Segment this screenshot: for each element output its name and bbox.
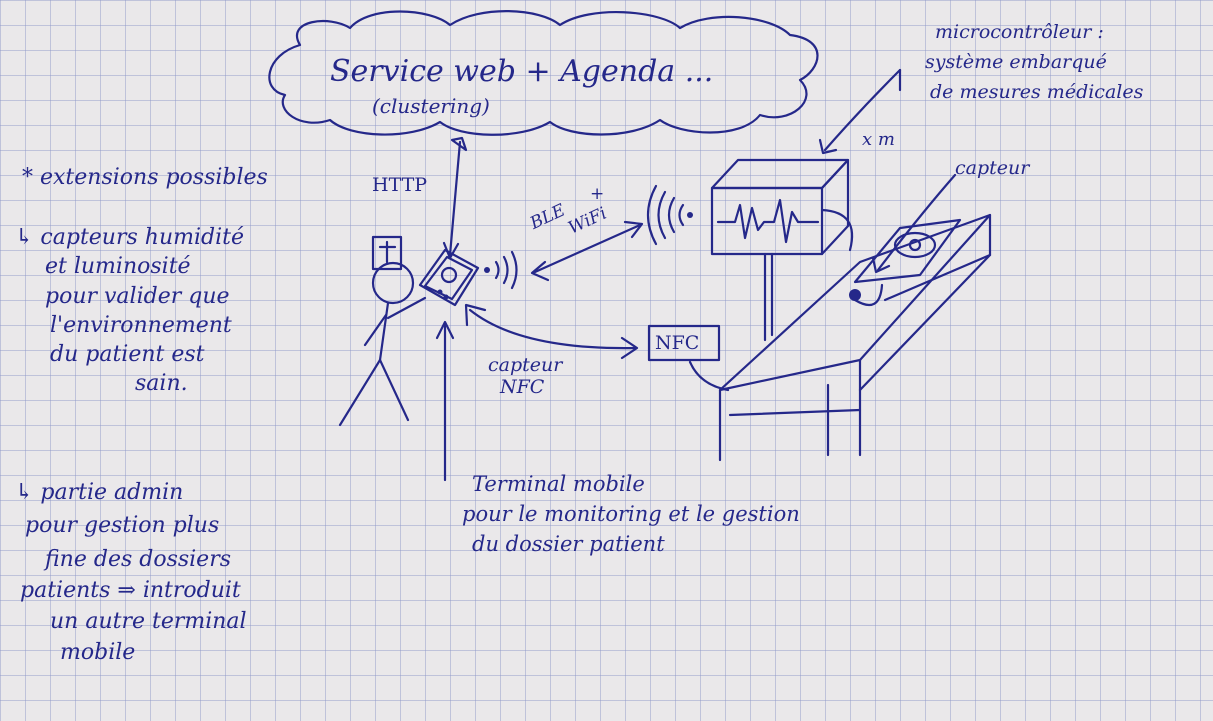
user-stick-figure	[338, 235, 427, 427]
terminal-label-arrow	[435, 320, 455, 482]
microcontroller-box	[710, 158, 854, 342]
ble-wifi-arrow	[530, 220, 644, 282]
extension-1-line-1: ↳ capteurs humidité	[15, 225, 244, 250]
microcontroller-pointer	[818, 68, 902, 155]
extension-1-line-2: et luminosité	[45, 254, 191, 280]
http-arrow	[442, 136, 468, 260]
extension-1-line-3: pour valider que	[45, 283, 230, 309]
extension-item-admin: ↳ partie admin pour gestion plus fine de…	[15, 480, 247, 666]
nfc-sensor-line-2: NFC	[500, 375, 545, 398]
microcontroller-line-2: système embarqué	[925, 50, 1107, 73]
microcontroller-label: microcontrôleur : système embarqué de me…	[925, 21, 1144, 104]
nfc-sensor-label: capteur NFC	[488, 354, 563, 399]
cloud-subtitle: (clustering)	[372, 94, 490, 118]
nfc-sensor-line-1: capteur	[488, 354, 563, 376]
capteur-pointer	[871, 173, 957, 274]
nfc-box-label: NFC	[655, 332, 700, 354]
microcontroller-line-1: microcontrôleur :	[935, 21, 1104, 43]
extension-2-line-6: mobile	[60, 640, 136, 666]
extension-2-line-5: un autre terminal	[50, 609, 247, 635]
nfc-arrow	[464, 303, 639, 360]
extension-1-line-4: l'environnement	[50, 312, 232, 338]
capteur-label: capteur	[955, 157, 1030, 179]
smartphone-icon	[418, 248, 480, 307]
phone-wireless-waves	[484, 250, 518, 290]
web-service-cloud	[268, 10, 819, 136]
device-wireless-waves	[646, 184, 693, 246]
mobile-terminal-line-2: pour le monitoring et le gestion	[462, 502, 800, 527]
plus-label: +	[590, 184, 605, 204]
cloud-title: Service web + Agenda ...	[330, 54, 714, 89]
extensions-title: * extensions possibles	[22, 165, 268, 190]
microcontroller-line-3: de mesures médicales	[930, 80, 1144, 103]
extension-2-line-4: patients ⇒ introduit	[20, 577, 241, 603]
extension-2-line-1: ↳ partie admin	[15, 480, 184, 505]
xm-label: x m	[862, 129, 895, 150]
mobile-terminal-line-1: Terminal mobile	[472, 472, 645, 496]
extension-2-line-2: pour gestion plus	[25, 513, 220, 539]
extension-1-line-6: sain.	[135, 371, 188, 397]
extension-item-sensors: ↳ capteurs humidité et luminosité pour v…	[15, 225, 244, 397]
extension-2-line-3: fine des dossiers	[45, 546, 232, 572]
mobile-terminal-line-3: du dossier patient	[472, 532, 665, 557]
mobile-terminal-label: Terminal mobile pour le monitoring et le…	[462, 472, 800, 556]
hospital-bed	[718, 213, 992, 462]
extension-1-line-5: du patient est	[50, 342, 205, 368]
http-label: HTTP	[372, 174, 428, 196]
